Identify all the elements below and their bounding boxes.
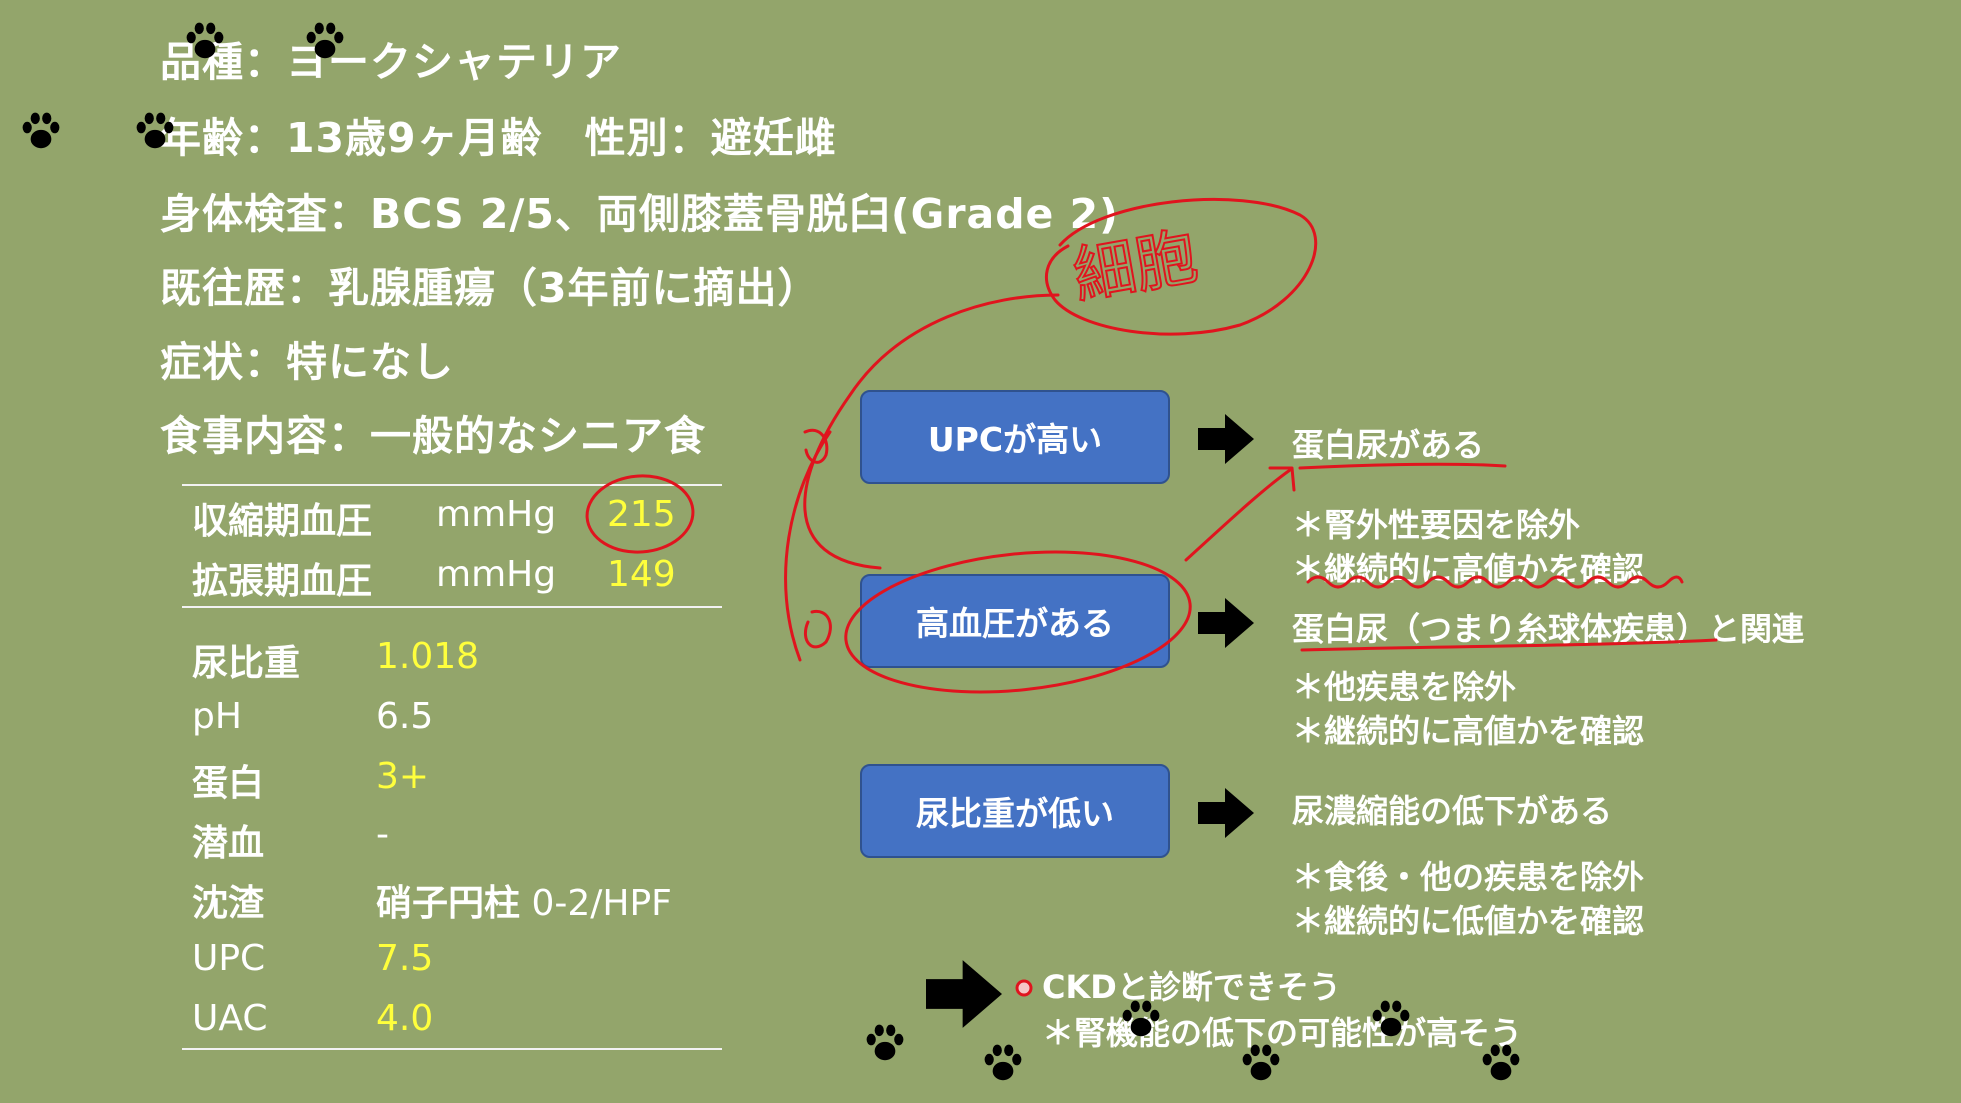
paw-icon bbox=[1372, 1000, 1410, 1037]
bp-unit-diastolic: mmHg bbox=[436, 554, 557, 595]
bp-label-diastolic: 拡張期血圧 bbox=[192, 561, 373, 602]
divider-bottom bbox=[182, 1048, 722, 1050]
symptoms-line: 症状：特になし bbox=[160, 338, 454, 386]
arrow-right-icon bbox=[1198, 414, 1254, 464]
paw-icon bbox=[136, 112, 174, 149]
paw-icon bbox=[984, 1044, 1022, 1081]
age-sex-line: 年齢：13歳9ヶ月齢 性別：避妊雌 bbox=[160, 114, 837, 162]
bp-value-diastolic: 149 bbox=[607, 554, 676, 595]
box-upc-high: UPCが高い bbox=[860, 390, 1170, 484]
divider-middle bbox=[182, 606, 722, 608]
urine-value-upc: 7.5 bbox=[376, 938, 434, 979]
result-concentration: 尿濃縮能の低下がある bbox=[1292, 792, 1613, 830]
history-line: 既往歴：乳腺腫瘍（3年前に摘出） bbox=[160, 264, 820, 312]
paw-icon bbox=[1242, 1044, 1280, 1081]
urine-value-sediment: 硝子円柱 0-2/HPF bbox=[376, 874, 672, 926]
paw-icon bbox=[866, 1024, 904, 1061]
urine-value-blood: - bbox=[376, 814, 389, 855]
sediment-count: 0-2/HPF bbox=[520, 883, 672, 924]
note-confirm-persistent-low: ＊継続的に低値かを確認 bbox=[1292, 902, 1645, 940]
urine-label-upc: UPC bbox=[192, 938, 266, 979]
box-low-sg: 尿比重が低い bbox=[860, 764, 1170, 858]
conclusion-ckd: CKDと診断できそう bbox=[1042, 968, 1341, 1006]
result-proteinuria: 蛋白尿がある bbox=[1292, 426, 1485, 464]
divider-top bbox=[182, 484, 722, 486]
paw-icon bbox=[22, 112, 60, 149]
note-exclude-extrarenal: ＊腎外性要因を除外 bbox=[1292, 506, 1581, 544]
urine-label-uac: UAC bbox=[192, 998, 268, 1039]
note-exclude-postprandial: ＊食後・他の疾患を除外 bbox=[1292, 858, 1645, 896]
box-hypertension: 高血圧がある bbox=[860, 574, 1170, 668]
urine-value-uac: 4.0 bbox=[376, 998, 434, 1039]
sediment-cast: 硝子円柱 bbox=[376, 883, 521, 924]
arrow-right-icon bbox=[1198, 598, 1254, 648]
urine-label-sediment: 沈渣 bbox=[192, 883, 265, 924]
paw-icon bbox=[1122, 1000, 1160, 1037]
bp-value-systolic: 215 bbox=[607, 494, 676, 535]
note-exclude-other: ＊他疾患を除外 bbox=[1292, 668, 1517, 706]
result-glomerular: 蛋白尿（つまり糸球体疾患）と関連 bbox=[1292, 610, 1805, 648]
urine-value-sg: 1.018 bbox=[376, 636, 480, 677]
bp-unit-systolic: mmHg bbox=[436, 494, 557, 535]
diet-line: 食事内容：一般的なシニア食 bbox=[160, 412, 706, 460]
paw-icon bbox=[306, 22, 344, 59]
breed-line: 品種：ヨークシャテリア bbox=[160, 38, 622, 86]
urine-value-ph: 6.5 bbox=[376, 696, 434, 737]
exam-line: 身体検査：BCS 2/5、両側膝蓋骨脱臼(Grade 2) bbox=[160, 190, 1119, 238]
urine-value-protein: 3+ bbox=[376, 756, 430, 797]
urine-label-sg: 尿比重 bbox=[192, 643, 301, 684]
urine-label-ph: pH bbox=[192, 696, 242, 737]
paw-icon bbox=[186, 22, 224, 59]
urine-label-protein: 蛋白 bbox=[192, 763, 265, 804]
bp-label-systolic: 収縮期血圧 bbox=[192, 501, 373, 542]
note-confirm-persistent-high-2: ＊継続的に高値かを確認 bbox=[1292, 712, 1645, 750]
arrow-right-icon bbox=[1198, 788, 1254, 838]
urine-label-blood: 潜血 bbox=[192, 823, 265, 864]
paw-icon bbox=[1482, 1044, 1520, 1081]
conclusion-note: ＊腎機能の低下の可能性が高そう bbox=[1042, 1014, 1523, 1052]
arrow-right-icon bbox=[926, 960, 1002, 1028]
handwritten-note: 細胞 bbox=[1068, 219, 1203, 312]
